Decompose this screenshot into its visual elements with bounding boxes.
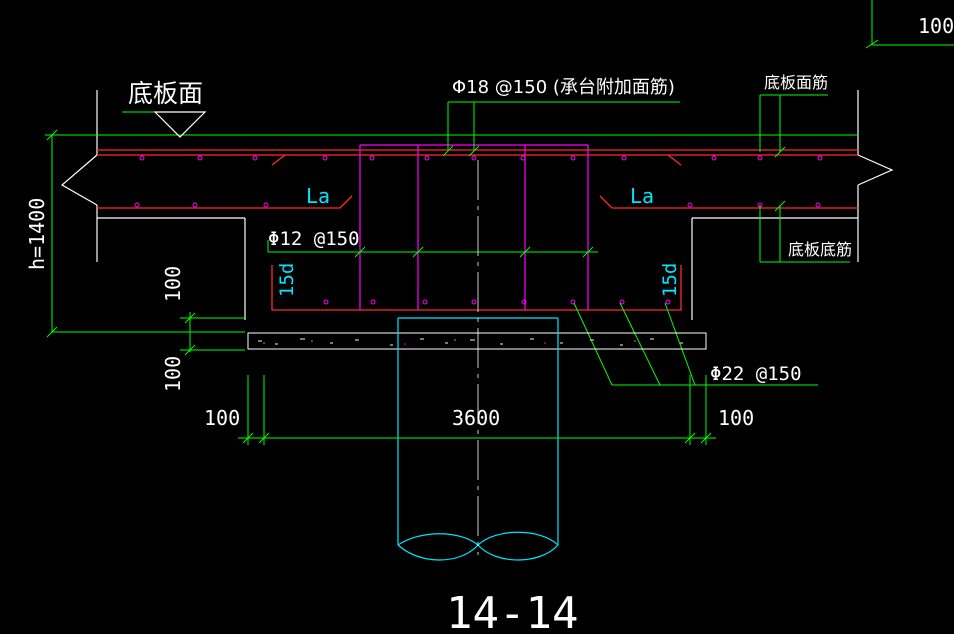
dim-100-a: 100 bbox=[161, 266, 185, 302]
label-la-right: La bbox=[630, 184, 654, 208]
label-slab-bottom-bar: 底板底筋 bbox=[788, 240, 852, 259]
rebar-dots bbox=[134, 155, 823, 305]
leader-lines bbox=[267, 94, 850, 386]
section-title: 14-14 bbox=[446, 588, 578, 634]
stirrup-ticks bbox=[354, 246, 594, 258]
label-bottom-bar: Φ22 @150 bbox=[710, 363, 802, 385]
width-dimension bbox=[238, 375, 716, 445]
height-dimension bbox=[46, 129, 245, 338]
label-stirrup: Φ12 @150 bbox=[268, 228, 360, 250]
label-la-left: La bbox=[306, 184, 330, 208]
label-15d-left: 15d bbox=[276, 263, 298, 297]
label-height: h=1400 bbox=[25, 198, 49, 270]
main-rebars bbox=[97, 149, 858, 311]
dim-100-right: 100 bbox=[718, 406, 754, 430]
dim-width: 3600 bbox=[452, 406, 500, 430]
elevation-triangle-icon bbox=[153, 111, 207, 138]
label-slab-top-bar: 底板面筋 bbox=[764, 73, 828, 92]
slab-outline bbox=[60, 90, 894, 320]
dim-top-right: 1000 bbox=[918, 14, 954, 38]
label-15d-right: 15d bbox=[659, 263, 681, 297]
dim-100-b: 100 bbox=[161, 356, 185, 392]
label-slab-top-surface: 底板面 bbox=[128, 79, 203, 108]
vertical-rebars bbox=[359, 144, 589, 310]
top-right-dimension bbox=[865, 0, 954, 49]
label-pile-cap-top-bar: Φ18 @150 (承台附加面筋) bbox=[452, 77, 675, 98]
dim-100-left: 100 bbox=[204, 406, 240, 430]
cushion-dimension bbox=[180, 312, 245, 356]
cushion-layer bbox=[247, 332, 707, 350]
